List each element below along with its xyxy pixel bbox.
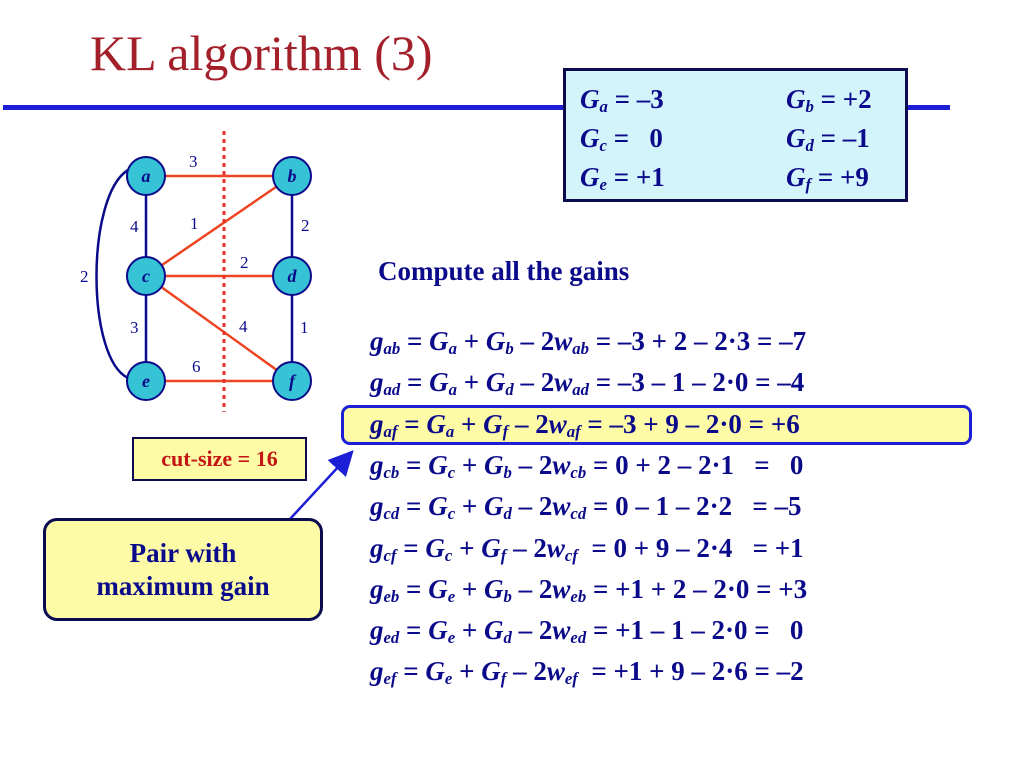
pair-gain-ed: ged = Ge + Gd – 2wed = +1 – 1 – 2·0 = 0 <box>370 615 804 648</box>
pair-gain-ab: gab = Ga + Gb – 2wab = –3 + 2 – 2·3 = –7 <box>370 326 807 359</box>
pair-gain-ef: gef = Ge + Gf – 2wef = +1 + 9 – 2·6 = –2 <box>370 656 804 689</box>
svg-text:a: a <box>142 166 151 186</box>
pair-gain-cb: gcb = Gc + Gb – 2wcb = 0 + 2 – 2·1 = 0 <box>370 449 804 483</box>
weight-e-f: 6 <box>192 357 201 376</box>
callout-line-2: maximum gain <box>96 570 270 601</box>
node-c: c <box>126 256 166 296</box>
compute-gains-heading: Compute all the gains <box>378 256 630 286</box>
gain-f: Gf = +9 <box>786 162 869 195</box>
svg-text:c: c <box>142 266 150 286</box>
edge-a-e <box>95 168 129 380</box>
node-gains-box: Ga = –3 Gb = +2 Gc = 0 Gd = –1 Ge = +1 G… <box>563 68 908 202</box>
slide-title: KL algorithm (3) <box>90 25 433 81</box>
gain-e: Ge = +1 <box>580 162 665 195</box>
weight-d-f: 1 <box>300 318 309 337</box>
weight-c-d: 2 <box>240 253 249 272</box>
pair-gain-cf: gcf = Gc + Gf – 2wcf = 0 + 9 – 2·4 = +1 <box>370 532 804 565</box>
pair-gain-cd: gcd = Gc + Gd – 2wcd = 0 – 1 – 2·2 = –5 <box>370 491 802 524</box>
callout-line-1: Pair with <box>129 538 237 569</box>
edge-c-b <box>145 174 293 278</box>
edge-c-f <box>145 274 293 383</box>
gain-d: Gd = –1 <box>786 123 870 156</box>
node-f: f <box>272 361 312 401</box>
gain-c: Gc = 0 <box>580 123 663 156</box>
node-a: a <box>126 156 166 196</box>
weight-a-b: 3 <box>189 152 198 171</box>
callout-arrow <box>289 450 354 520</box>
weight-b-d: 2 <box>301 216 310 235</box>
weight-c-b: 1 <box>190 214 199 233</box>
node-e: e <box>126 361 166 401</box>
gain-a: Ga = –3 <box>580 84 664 117</box>
svg-text:f: f <box>289 371 297 391</box>
weight-c-e: 3 <box>130 318 139 337</box>
pair-gain-ad: gad = Ga + Gd – 2wad = –3 – 1 – 2·0 = –4 <box>370 367 805 400</box>
svg-text:b: b <box>288 166 297 186</box>
svg-text:e: e <box>142 371 150 391</box>
pair-gain-eb: geb = Ge + Gb – 2web = +1 + 2 – 2·0 = +3 <box>370 573 808 606</box>
weight-a-c: 4 <box>130 217 139 236</box>
max-gain-highlight <box>341 405 972 445</box>
max-gain-callout: Pair with maximum gain <box>43 518 323 621</box>
node-b: b <box>272 156 312 196</box>
gain-b: Gb = +2 <box>786 84 872 117</box>
pair-gain-af: gaf = Ga + Gf – 2waf = –3 + 9 – 2·0 = +6 <box>370 408 800 441</box>
title-rule <box>3 105 950 110</box>
node-d: d <box>272 256 312 296</box>
svg-text:d: d <box>288 266 298 286</box>
cut-size-box: cut-size = 16 <box>132 437 307 481</box>
weight-c-f: 4 <box>239 317 248 336</box>
weight-a-e: 2 <box>80 267 89 286</box>
